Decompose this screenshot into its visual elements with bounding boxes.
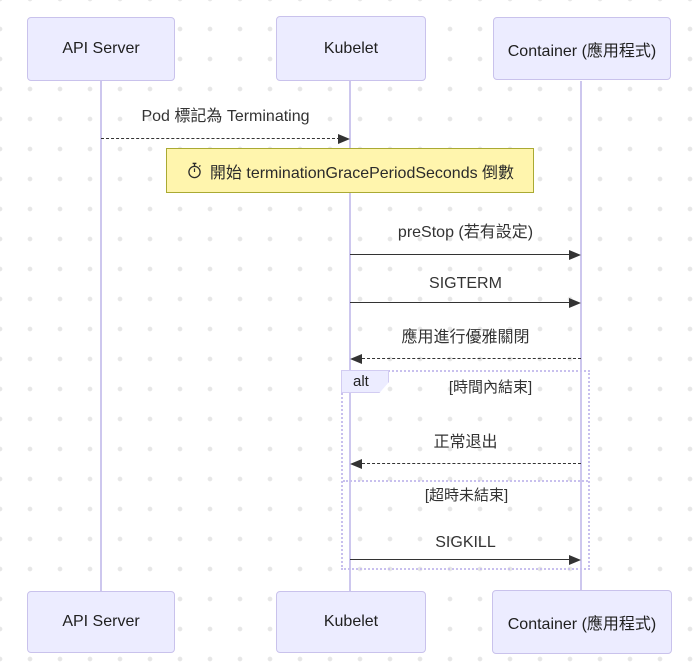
message-arrow-sigterm xyxy=(350,302,569,303)
arrowhead-right-icon xyxy=(569,250,581,260)
actor-box-api-server-top: API Server xyxy=(27,17,175,81)
arrowhead-left-icon xyxy=(350,459,362,469)
actor-label: Container (應用程式) xyxy=(507,42,657,60)
alt-divider xyxy=(343,480,588,482)
note-text: 開始 terminationGracePeriodSeconds 倒數 xyxy=(209,164,515,182)
arrowhead-right-icon xyxy=(569,298,581,308)
lifeline-kubelet xyxy=(349,81,351,591)
alt-condition-2: [超時未結束] xyxy=(424,487,509,504)
message-arrow-normal-exit xyxy=(362,463,581,464)
message-label-prestop: preStop (若有設定) xyxy=(397,224,534,241)
message-arrow-pod-terminating xyxy=(101,138,340,139)
actor-label: API Server xyxy=(62,613,140,630)
actor-label: Container (應用程式) xyxy=(507,616,657,633)
actor-label: Kubelet xyxy=(323,613,379,630)
message-arrow-prestop xyxy=(350,254,569,255)
alt-condition-1: [時間內結束] xyxy=(448,379,533,396)
arrowhead-left-icon xyxy=(350,354,362,364)
message-label-sigterm: SIGTERM xyxy=(429,275,502,292)
message-arrow-sigkill xyxy=(350,559,569,560)
actor-box-kubelet-bottom: Kubelet xyxy=(276,591,426,653)
message-label-pod-terminating: Pod 標記為 Terminating xyxy=(141,108,310,125)
actor-box-container-top: Container (應用程式) xyxy=(493,17,671,80)
actor-box-kubelet-top: Kubelet xyxy=(276,16,426,81)
actor-box-container-bottom: Container (應用程式) xyxy=(492,590,672,654)
note-box: 開始 terminationGracePeriodSeconds 倒數 xyxy=(166,148,534,193)
lifeline-api-server xyxy=(100,81,102,591)
actor-label: API Server xyxy=(62,40,140,57)
stopwatch-icon xyxy=(188,162,201,179)
alt-frame: alt [時間內結束] [超時未結束] xyxy=(341,370,590,570)
message-label-sigkill: SIGKILL xyxy=(435,534,496,551)
alt-label: alt xyxy=(341,370,389,393)
actor-label: Kubelet xyxy=(323,39,379,57)
actor-box-api-server-bottom: API Server xyxy=(27,591,175,653)
message-label-graceful-shutdown: 應用進行優雅關閉 xyxy=(401,329,530,346)
message-arrow-graceful-shutdown xyxy=(362,358,581,359)
lifeline-container xyxy=(580,81,582,591)
arrowhead-right-icon xyxy=(569,555,581,565)
message-label-normal-exit: 正常退出 xyxy=(433,434,498,451)
arrowhead-right-icon xyxy=(338,134,350,144)
